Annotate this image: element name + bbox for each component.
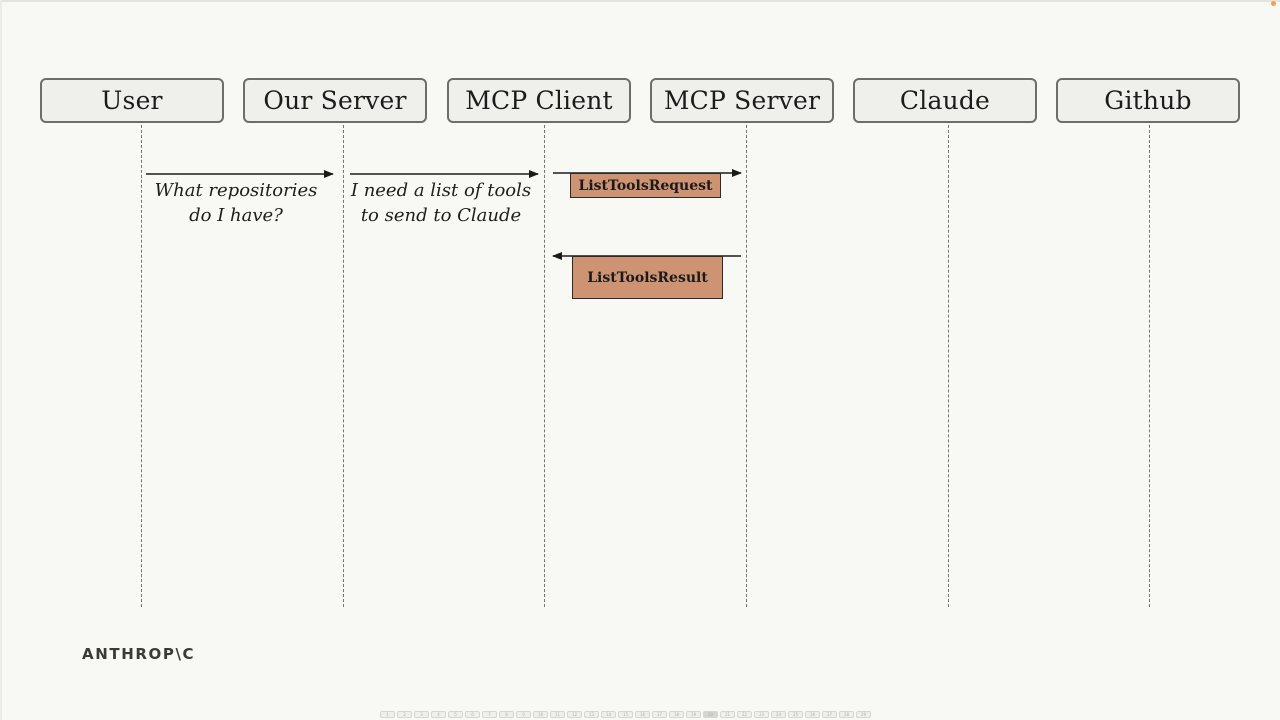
pager-slide-27[interactable]: 27	[822, 711, 837, 718]
pager-slide-19[interactable]: 19	[686, 711, 701, 718]
pager-slide-3[interactable]: 3	[414, 711, 429, 718]
actor-github: Github	[1056, 78, 1240, 123]
lifeline-user	[141, 125, 142, 607]
lifeline-our-server	[343, 125, 344, 607]
pager-slide-13[interactable]: 13	[584, 711, 599, 718]
message-label-what-repositories: What repositories do I have?	[154, 180, 318, 226]
message-box-list-tools-request: ListToolsRequest	[570, 173, 721, 198]
pager-slide-28[interactable]: 28	[839, 711, 854, 718]
pager-slide-1[interactable]: 1	[380, 711, 395, 718]
actor-mcp-server: MCP Server	[650, 78, 834, 123]
pager-slide-20[interactable]: 20	[703, 711, 718, 718]
pager-slide-24[interactable]: 24	[771, 711, 786, 718]
pager-slide-6[interactable]: 6	[465, 711, 480, 718]
pager-slide-8[interactable]: 8	[499, 711, 514, 718]
pager-slide-12[interactable]: 12	[567, 711, 582, 718]
message-label-need-tools: I need a list of tools to send to Claude	[350, 180, 532, 226]
pager-slide-5[interactable]: 5	[448, 711, 463, 718]
pager-slide-9[interactable]: 9	[516, 711, 531, 718]
pager-slide-17[interactable]: 17	[652, 711, 667, 718]
lifeline-mcp-client	[544, 125, 545, 607]
pager-slide-18[interactable]: 18	[669, 711, 684, 718]
pager-slide-25[interactable]: 25	[788, 711, 803, 718]
pager-slide-16[interactable]: 16	[635, 711, 650, 718]
pager-slide-10[interactable]: 10	[533, 711, 548, 718]
pager-slide-23[interactable]: 23	[754, 711, 769, 718]
status-dot-icon	[1271, 1, 1276, 6]
actor-user: User	[40, 78, 224, 123]
pager-slide-26[interactable]: 26	[805, 711, 820, 718]
pager-slide-22[interactable]: 22	[737, 711, 752, 718]
pager-slide-11[interactable]: 11	[550, 711, 565, 718]
lifeline-mcp-server	[746, 125, 747, 607]
actor-claude: Claude	[853, 78, 1037, 123]
actor-our-server: Our Server	[243, 78, 427, 123]
frame-top-edge	[0, 0, 1280, 2]
pager-slide-14[interactable]: 14	[601, 711, 616, 718]
pager-slide-4[interactable]: 4	[431, 711, 446, 718]
pager-slide-2[interactable]: 2	[397, 711, 412, 718]
anthropic-logo: ANTHROP\C	[82, 645, 196, 663]
lifeline-claude	[948, 125, 949, 607]
lifeline-github	[1149, 125, 1150, 607]
pager-slide-15[interactable]: 15	[618, 711, 633, 718]
frame-left-edge	[0, 0, 2, 720]
pager-slide-21[interactable]: 21	[720, 711, 735, 718]
message-box-list-tools-result: ListToolsResult	[572, 256, 723, 299]
pager-slide-7[interactable]: 7	[482, 711, 497, 718]
pager-slide-29[interactable]: 29	[856, 711, 871, 718]
actor-mcp-client: MCP Client	[447, 78, 631, 123]
